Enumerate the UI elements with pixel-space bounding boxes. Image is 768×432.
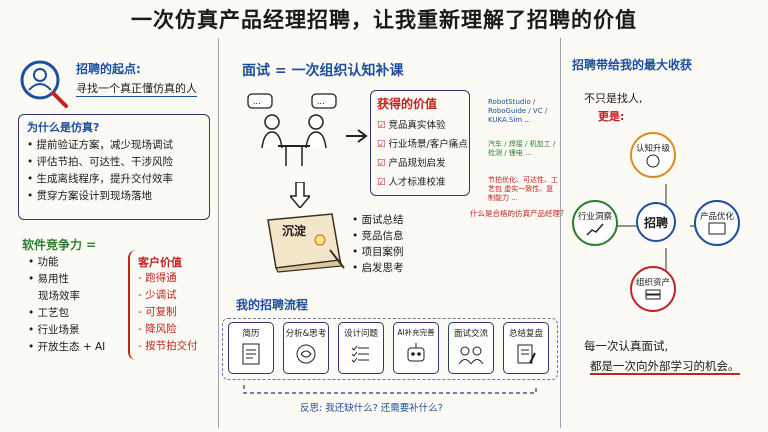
comp-item: • 工艺包 xyxy=(28,307,70,319)
why-item: • 评估节拍、可达性、干涉风险 xyxy=(27,156,174,168)
brain-icon xyxy=(296,344,316,364)
gains-line-1: 不只是找人, xyxy=(584,92,643,105)
node-cognition: 认知升级 xyxy=(630,132,676,178)
check-icon: ☑ xyxy=(377,177,389,188)
people-icon xyxy=(458,346,484,365)
value-item: - 少调试 xyxy=(138,289,177,301)
value-brace xyxy=(128,250,138,360)
deposit-item: • 项目案例 xyxy=(352,246,404,258)
comp-item: • 开放生态 + AI xyxy=(28,341,106,353)
gain-item: ☑ 竞品真实体验 xyxy=(377,120,446,131)
why-item: • 提前验证方案，减少现场调试 xyxy=(27,139,174,151)
search-person-icon xyxy=(18,58,70,112)
value-item: - 跑得通 xyxy=(138,272,177,284)
closing-line-2: 都是一次向外部学习的机会。 xyxy=(590,359,740,375)
interview-header: 面试 = 一次组织认知补课 xyxy=(242,63,404,79)
svg-text:...: ... xyxy=(317,97,325,106)
step-resume: 简历 xyxy=(228,322,274,374)
step-ai-complete: AI补充完善 xyxy=(393,322,439,374)
node-org-assets: 组织资产 xyxy=(630,266,676,312)
feedback-loop-arrow xyxy=(240,384,540,398)
reflection-text: 反思: 我还缺什么? 还需要补什么? xyxy=(300,403,443,414)
notebook-icon xyxy=(262,210,346,278)
gains-header: 招聘带给我的最大收获 xyxy=(572,58,693,72)
customer-value-list: 客户价值 - 跑得通 - 少调试 - 可复制 - 降风险 - 按节拍交付 xyxy=(138,254,198,355)
node-product-optimize: 产品优化 xyxy=(694,200,740,246)
why-item: • 贯穿方案设计到现场落地 xyxy=(27,190,153,202)
value-item: - 可复制 xyxy=(138,306,177,318)
comp-item: • 易用性 xyxy=(28,273,70,285)
comp-item: 现场效率 xyxy=(38,290,80,302)
books-icon xyxy=(645,289,661,300)
robot-icon xyxy=(407,343,425,362)
divider-right xyxy=(560,38,561,428)
deposit-label: 沉淀 xyxy=(282,224,307,238)
note-features: 节拍优化、可达性、工艺包 虚实一致性、复制能力 ... xyxy=(488,176,558,202)
notes-icon xyxy=(517,344,536,364)
gain-item: ☑ 人才标准校准 xyxy=(377,177,446,188)
deposit-item: • 启发思考 xyxy=(352,262,404,274)
arrow-down-icon xyxy=(288,181,312,212)
competitiveness-list: • 功能 • 易用性 现场效率 • 工艺包 • 行业场景 • 开放生态 + AI xyxy=(28,254,105,356)
process-frame xyxy=(222,318,558,380)
closing-line-1: 每一次认真面试, xyxy=(584,339,669,353)
gained-value-box: 获得的价值 ☑ 竞品真实体验 ☑ 行业场景/客户痛点 ☑ 产品规划启发 ☑ 人才… xyxy=(370,90,470,196)
checklist-icon xyxy=(351,345,369,363)
arrow-right-icon xyxy=(346,128,370,147)
comp-item: • 行业场景 xyxy=(28,324,80,336)
check-icon: ☑ xyxy=(377,120,389,131)
step-review: 总结复盘 xyxy=(503,322,549,374)
gain-item: ☑ 产品规划启发 xyxy=(377,158,446,169)
why-item: • 生成离线程序，提升交付效率 xyxy=(27,173,174,185)
step-design-questions: 设计问题 xyxy=(338,322,384,374)
gain-title: 获得的价值 xyxy=(377,97,438,111)
value-title: 客户价值 xyxy=(138,256,182,269)
node-industry-insight: 行业洞察 xyxy=(572,200,618,246)
competitiveness-title: 软件竞争力 = xyxy=(22,238,97,252)
node-center: 招聘 xyxy=(636,202,676,242)
note-industries: 汽车 / 焊接 / 机加工 / 检测 / 锂电 ... xyxy=(488,140,556,157)
deposit-list: • 面试总结 • 竞品信息 • 项目案例 • 启发思考 xyxy=(352,212,404,276)
gains-line-2: 更是: xyxy=(598,110,625,123)
deposit-item: • 面试总结 xyxy=(352,214,404,226)
process-title: 我的招聘流程 xyxy=(236,298,309,312)
check-icon: ☑ xyxy=(377,158,389,169)
chart-up-icon xyxy=(586,223,604,236)
value-item: - 降风险 xyxy=(138,323,177,335)
head-icon xyxy=(646,154,660,168)
page-title: 一次仿真产品经理招聘，让我重新理解了招聘的价值 xyxy=(131,8,637,32)
monitor-gear-icon xyxy=(708,222,726,235)
note-competitors: RobotStudio / RoboGuide / VC / KUKA.Sim … xyxy=(488,98,548,124)
interview-scene-icon: ... ... xyxy=(244,90,344,174)
svg-text:...: ... xyxy=(253,97,261,106)
step-interview: 面试交流 xyxy=(448,322,494,374)
check-icon: ☑ xyxy=(377,139,389,150)
why-simulation-box: 为什么是仿真? • 提前验证方案，减少现场调试 • 评估节拍、可达性、干涉风险 … xyxy=(18,114,210,220)
divider-left xyxy=(218,38,219,428)
resume-icon xyxy=(242,343,260,365)
start-subtitle: 寻找一个真正懂仿真的人 xyxy=(76,82,197,97)
why-title: 为什么是仿真? xyxy=(27,121,100,134)
step-analysis: 分析&思考 xyxy=(283,322,329,374)
value-item: - 按节拍交付 xyxy=(138,340,198,352)
deposit-item: • 竞品信息 xyxy=(352,230,404,242)
gain-item: ☑ 行业场景/客户痛点 xyxy=(377,139,468,150)
question-note: 什么是合格的仿真产品经理? xyxy=(470,209,564,218)
start-title: 招聘的起点: xyxy=(76,62,141,76)
comp-item: • 功能 xyxy=(28,256,59,268)
